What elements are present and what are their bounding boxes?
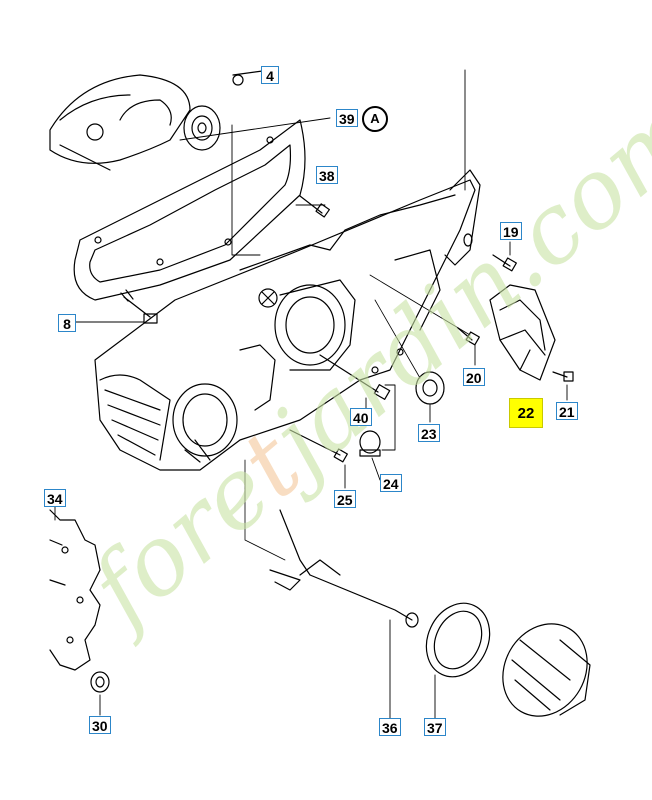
screw-8-part bbox=[120, 289, 158, 324]
oring-37-part bbox=[425, 602, 491, 678]
screw-19-part bbox=[492, 254, 517, 272]
bearing-part bbox=[183, 69, 271, 151]
callout-19: 19 bbox=[500, 222, 522, 240]
callout-30: 30 bbox=[89, 716, 111, 734]
callout-36: 36 bbox=[379, 718, 401, 736]
callout-20: 20 bbox=[463, 368, 485, 386]
callout-34: 34 bbox=[44, 489, 66, 507]
gasket-part bbox=[73, 119, 306, 301]
flywheel-cover-part bbox=[49, 74, 191, 171]
screw-20-part bbox=[369, 274, 480, 346]
callout-25: 25 bbox=[334, 490, 356, 508]
callout-37: 37 bbox=[424, 718, 446, 736]
callout-24: 24 bbox=[380, 474, 402, 492]
screw-38-part bbox=[299, 195, 330, 218]
oil-cap-part bbox=[502, 623, 591, 717]
callout-38: 38 bbox=[316, 166, 338, 184]
callout-21: 21 bbox=[556, 402, 578, 420]
seal-23-part bbox=[374, 299, 445, 405]
callout-22-highlighted: 22 bbox=[509, 398, 543, 428]
nut-30-part bbox=[90, 671, 110, 693]
callout-40: 40 bbox=[350, 408, 372, 426]
screw-21-part bbox=[552, 371, 574, 382]
cover-22-part bbox=[489, 284, 556, 381]
crankcase-part bbox=[94, 169, 481, 471]
chain-guide-34-part bbox=[49, 509, 101, 671]
screw-25-part bbox=[289, 429, 348, 463]
callout-8: 8 bbox=[58, 314, 76, 332]
callout-39: 39 bbox=[336, 109, 358, 127]
rod-36-part bbox=[244, 459, 419, 628]
grommet-24-part bbox=[359, 430, 381, 457]
callout-23: 23 bbox=[418, 424, 440, 442]
bolt-40-part bbox=[319, 354, 391, 400]
callout-4: 4 bbox=[261, 66, 279, 84]
callout-circle-a: A bbox=[362, 106, 388, 132]
